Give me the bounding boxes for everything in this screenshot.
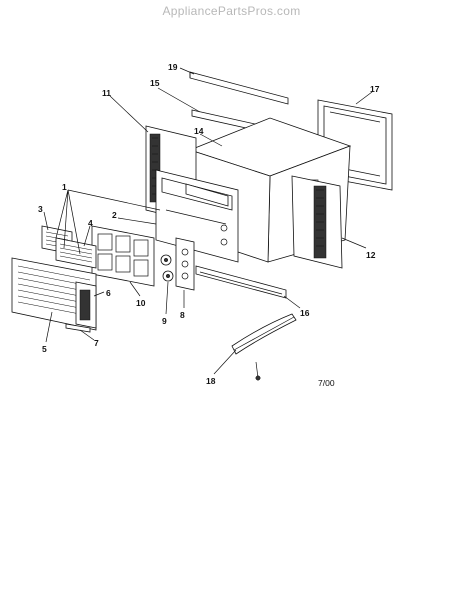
part-16-base-rail[interactable] bbox=[195, 265, 287, 299]
callout-6: 6 bbox=[106, 288, 111, 298]
callout-12: 12 bbox=[366, 250, 376, 260]
callout-5: 5 bbox=[42, 344, 47, 354]
callout-14: 14 bbox=[194, 126, 204, 136]
callout-3: 3 bbox=[38, 204, 43, 214]
callout-1: 1 bbox=[62, 182, 67, 192]
part-6-side-grille[interactable] bbox=[75, 281, 97, 329]
callout-16: 16 bbox=[300, 308, 310, 318]
part-18-support-bracket[interactable] bbox=[231, 313, 297, 355]
part-12-side-panel[interactable] bbox=[291, 175, 343, 269]
callout-4: 4 bbox=[88, 218, 93, 228]
callout-8: 8 bbox=[180, 310, 185, 320]
watermark: AppliancePartsPros.com bbox=[162, 4, 301, 18]
callout-17: 17 bbox=[370, 84, 380, 94]
callout-19: 19 bbox=[168, 62, 178, 72]
part-8-control-panel[interactable] bbox=[175, 237, 195, 291]
part-9-knobs[interactable] bbox=[160, 254, 174, 282]
callout-7: 7 bbox=[94, 338, 99, 348]
part-18-screw[interactable] bbox=[255, 361, 261, 381]
callout-15: 15 bbox=[150, 78, 160, 88]
callout-18: 18 bbox=[206, 376, 216, 386]
date-code: 7/00 bbox=[318, 378, 335, 388]
callout-10: 10 bbox=[136, 298, 146, 308]
part-7-latch[interactable] bbox=[65, 323, 91, 333]
leader-lines bbox=[43, 67, 373, 375]
callout-2: 2 bbox=[112, 210, 117, 220]
callout-9: 9 bbox=[162, 316, 167, 326]
callout-11: 11 bbox=[102, 88, 111, 98]
part-10-air-filter[interactable] bbox=[91, 225, 155, 287]
part-4-louver[interactable] bbox=[55, 237, 97, 269]
part-19-top-rail[interactable] bbox=[189, 71, 289, 105]
